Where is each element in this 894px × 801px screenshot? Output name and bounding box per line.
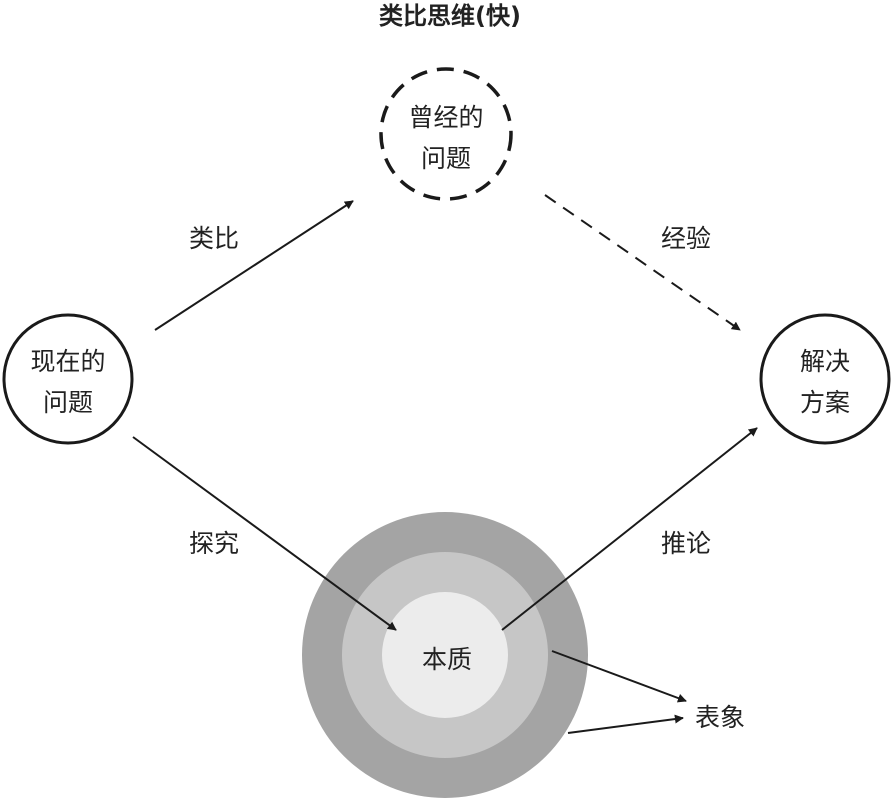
node-past-problem: 曾经的 问题 bbox=[379, 67, 513, 201]
arrow-experience bbox=[544, 194, 741, 331]
solution-circle bbox=[759, 313, 891, 445]
inner-core bbox=[382, 592, 508, 718]
arrow-reasoning bbox=[501, 427, 758, 631]
current-problem-label-line2: 问题 bbox=[43, 388, 93, 417]
current-problem-circle bbox=[2, 313, 134, 445]
arrow-explore bbox=[132, 436, 397, 631]
past-problem-label-line2: 问题 bbox=[421, 144, 471, 173]
appearance-label: 表象 bbox=[695, 703, 745, 732]
node-current-problem: 现在的 问题 bbox=[2, 313, 134, 445]
solution-label-line1: 解决 bbox=[800, 347, 850, 376]
solution-label-line2: 方案 bbox=[800, 388, 850, 417]
edge-label-explore: 探究 bbox=[189, 529, 239, 558]
edge-label-reasoning: 推论 bbox=[661, 529, 711, 558]
arrow-appearance-upper bbox=[551, 650, 687, 703]
past-problem-circle bbox=[379, 67, 513, 201]
essence-rings bbox=[302, 512, 588, 798]
diagram-title: 类比思维(快) bbox=[379, 2, 521, 30]
current-problem-label-line1: 现在的 bbox=[30, 347, 105, 376]
arrow-appearance-lower bbox=[567, 714, 684, 734]
node-solution: 解决 方案 bbox=[759, 313, 891, 445]
essence-label: 本质 bbox=[422, 645, 472, 674]
arrow-analogy bbox=[154, 200, 354, 331]
past-problem-label-line1: 曾经的 bbox=[408, 103, 483, 132]
edge-label-experience: 经验 bbox=[661, 224, 711, 253]
edge-label-analogy: 类比 bbox=[189, 224, 239, 253]
